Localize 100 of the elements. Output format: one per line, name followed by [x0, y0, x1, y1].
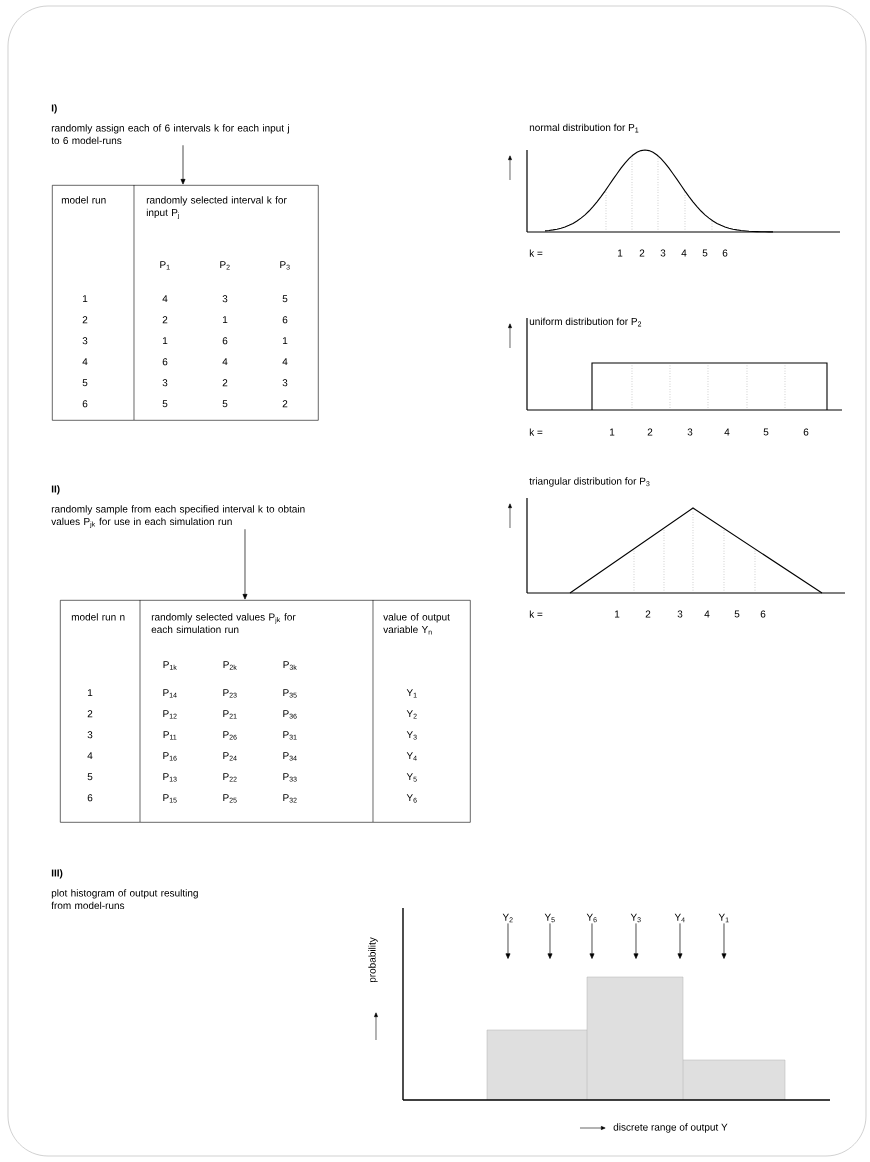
table-cell: Y$_{6}$ — [406, 794, 417, 803]
column-header: P$_{1k}$ — [163, 661, 177, 670]
table-cell: 2 — [282, 400, 288, 408]
tick-label: 4 — [681, 249, 687, 257]
table-cell: Y$_{1}$ — [406, 689, 417, 698]
plot-title: triangular distribution for P$_{3}$ — [529, 477, 650, 487]
table-cell: 4 — [162, 295, 168, 303]
table-cell: P$_{23}$ — [223, 689, 237, 698]
arrow — [547, 923, 553, 959]
table-cell: 1 — [83, 295, 88, 303]
table-cell: Y$_{5}$ — [406, 773, 417, 782]
arrow — [721, 923, 727, 959]
step-heading: I) — [51, 104, 57, 114]
column-header: P$_{2k}$ — [223, 661, 237, 670]
arrow — [180, 144, 186, 185]
tick-label: 6 — [722, 249, 728, 257]
table-cell: 1 — [163, 337, 168, 345]
output-label: Y$_{6}$ — [586, 913, 597, 923]
table-cell: P$_{11}$ — [163, 731, 177, 740]
arrow — [677, 923, 683, 959]
table-cell: 6 — [87, 794, 93, 802]
column-header: P$_{2}$ — [220, 261, 230, 270]
arrow — [505, 923, 511, 959]
column-header: P$_{3k}$ — [283, 661, 297, 670]
table-cell: 5 — [222, 400, 228, 408]
table-cell: Y$_{3}$ — [406, 731, 417, 740]
table-cell: 4 — [82, 358, 88, 366]
table-cell: P$_{12}$ — [163, 710, 177, 719]
table-cell: 6 — [282, 316, 288, 324]
tick-label: 2 — [639, 249, 645, 257]
arrow — [633, 923, 639, 959]
table-cell: 2 — [222, 379, 228, 387]
tick-label: 3 — [660, 249, 666, 257]
table-cell: P$_{34}$ — [283, 752, 297, 761]
table-cell: 3 — [82, 337, 88, 345]
tick-label: 1 — [610, 428, 615, 436]
column-header: value of output variable Y$_{n}$ — [383, 613, 450, 635]
table-cell: 1 — [88, 689, 93, 697]
table-cell: 1 — [283, 337, 288, 345]
table-cell: P$_{14}$ — [163, 689, 177, 698]
table-cell: P$_{24}$ — [223, 752, 237, 761]
tick-label: 6 — [803, 428, 809, 436]
table-cell: P$_{21}$ — [223, 710, 237, 719]
axis-label: k = — [529, 249, 543, 257]
step-description: plot histogram of output resulting from model-runs — [51, 889, 198, 910]
output-label: Y$_{2}$ — [502, 913, 513, 923]
table-cell: 6 — [222, 337, 228, 345]
table-cell: P$_{13}$ — [163, 773, 177, 782]
table-cell: 6 — [162, 358, 168, 366]
table-cell: 5 — [162, 400, 168, 408]
table-cell: P$_{25}$ — [223, 794, 237, 803]
output-label: Y$_{1}$ — [718, 913, 729, 923]
step-heading: II) — [51, 485, 60, 495]
column-header: model run — [61, 196, 106, 204]
table-cell: 4 — [282, 358, 288, 366]
table-cell: 2 — [162, 316, 168, 324]
table-cell: P$_{35}$ — [283, 689, 297, 698]
step-heading: III) — [51, 869, 63, 879]
table-cell: 3 — [222, 295, 228, 303]
tick-label: 1 — [618, 249, 623, 257]
axis-title: discrete range of output Y — [613, 1123, 728, 1133]
table-cell: P$_{31}$ — [283, 731, 297, 740]
output-label: Y$_{5}$ — [544, 913, 555, 923]
table-cell: 2 — [87, 710, 93, 718]
plot-title: uniform distribution for P$_{2}$ — [529, 317, 642, 327]
axis-title: probability — [368, 937, 378, 983]
column-header: P$_{1}$ — [160, 261, 170, 270]
tick-label: 4 — [704, 610, 710, 618]
table-cell: 1 — [223, 316, 228, 324]
tick-label: 6 — [760, 610, 766, 618]
column-header: randomly selected interval k for input P$_{j}$ — [146, 196, 287, 220]
arrow — [589, 923, 595, 959]
table-cell: P$_{32}$ — [283, 794, 297, 803]
table-cell: 2 — [82, 316, 88, 324]
table-cell: 3 — [282, 379, 288, 387]
tick-label: 1 — [615, 610, 620, 618]
output-label: Y$_{4}$ — [674, 913, 685, 923]
tick-label: 5 — [763, 428, 769, 436]
output-label: Y$_{3}$ — [630, 913, 641, 923]
table-cell: 6 — [82, 400, 88, 408]
table-cell: 4 — [87, 752, 93, 760]
table-cell: 5 — [282, 295, 288, 303]
step-description: randomly assign each of 6 intervals k for each input j to 6 model-runs — [51, 124, 289, 145]
column-header: randomly selected values P$_{jk}$ for each simulation run — [151, 613, 296, 634]
arrow — [242, 528, 248, 600]
table-cell: 4 — [222, 358, 228, 366]
table-cell: 5 — [82, 379, 88, 387]
tick-label: 2 — [645, 610, 651, 618]
tick-label: 5 — [702, 249, 708, 257]
tick-label: 4 — [724, 428, 730, 436]
tick-label: 5 — [734, 610, 740, 618]
tick-label: 2 — [647, 428, 653, 436]
column-header: model run n — [71, 613, 125, 621]
axis-label: k = — [529, 428, 543, 436]
table-cell: 3 — [87, 731, 93, 739]
axis-label: k = — [529, 610, 543, 618]
column-header: P$_{3}$ — [280, 261, 290, 270]
tick-label: 3 — [677, 610, 683, 618]
table-cell: Y$_{4}$ — [406, 752, 417, 761]
table-cell: P$_{36}$ — [283, 710, 297, 719]
